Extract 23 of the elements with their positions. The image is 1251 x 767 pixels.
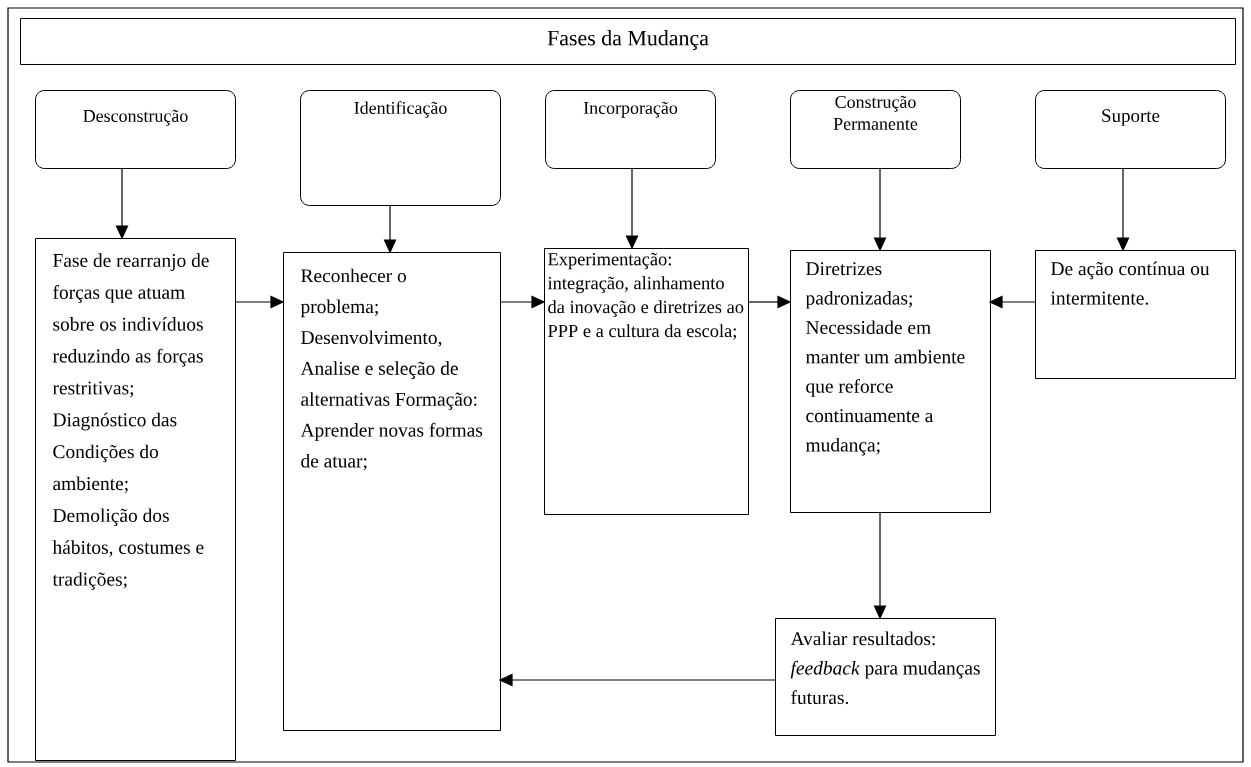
arrow: [747, 295, 792, 309]
description-box: Fase de rearranjo de forças que atuam sobre os indivíduos reduzindo as forças restritivas; Diagnóstico das Condições do ambiente; Demolição dos hábitos, costumes e tradições;: [35, 238, 236, 761]
description-box: De ação contínua ou intermitente.: [1035, 250, 1236, 379]
title-box: Fases da Mudança: [20, 18, 1236, 65]
description-box: Experimentação: integração, alinhamento da inovação e diretrizes ao PPP e a cultura da escola;: [544, 248, 749, 515]
arrow: [625, 167, 639, 250]
arrow: [498, 673, 776, 687]
arrow: [1116, 167, 1130, 252]
arrow: [873, 511, 887, 620]
phase-box: Identificação: [300, 90, 501, 206]
phase-box: Desconstrução: [35, 90, 236, 169]
description-box: Reconhecer o problema; Desenvolvimento, Analise e seleção de alternativas Formação: Aprender novas formas de atuar;: [283, 252, 501, 731]
description-box: Avaliar resultados: feedback para mudanças futuras.: [775, 618, 996, 736]
arrow: [234, 295, 285, 309]
arrow: [499, 295, 546, 309]
phase-box: Incorporação: [545, 90, 716, 169]
phase-box: Construção Permanente: [790, 90, 961, 169]
phase-box: Suporte: [1035, 90, 1226, 169]
arrow: [873, 167, 887, 252]
arrow: [115, 167, 129, 240]
description-box: Diretrizes padronizadas; Necessidade em manter um ambiente que reforce continuamente a mudança;: [790, 250, 991, 513]
arrow: [383, 204, 397, 254]
arrow: [988, 295, 1036, 309]
